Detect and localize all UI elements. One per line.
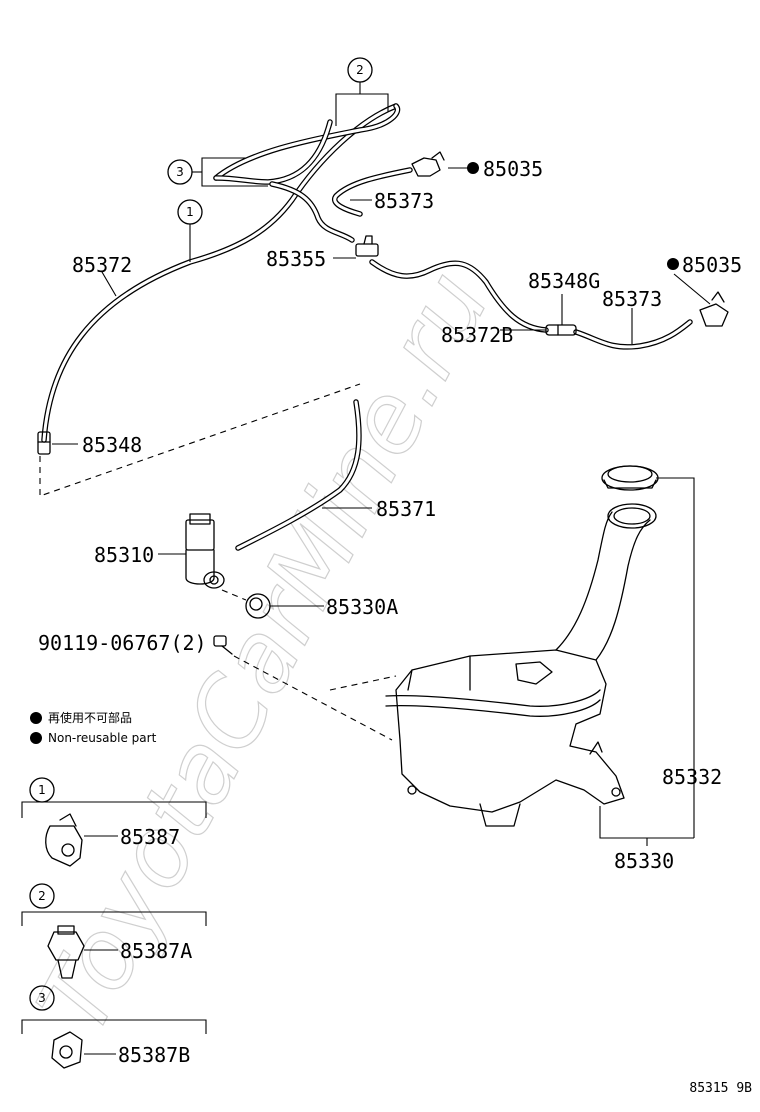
label-85035-upper: 85035 xyxy=(483,157,543,181)
svg-text:3: 3 xyxy=(38,991,46,1005)
leaders-tank xyxy=(599,477,695,846)
label-85387A: 85387A xyxy=(120,939,192,963)
label-85332: 85332 xyxy=(662,765,722,789)
label-85372: 85372 xyxy=(72,253,132,277)
svg-text:1: 1 xyxy=(186,205,194,219)
legend: 再使用不可部品 Non-reusable part xyxy=(30,710,157,745)
label-85310: 85310 xyxy=(94,543,154,567)
diagram-code: 85315 9B xyxy=(689,1081,752,1096)
dashed-pump-grommet xyxy=(221,589,247,601)
dashed-tank-edge xyxy=(329,675,397,691)
dashed-guide-hose xyxy=(39,383,361,497)
svg-text:2: 2 xyxy=(38,889,46,903)
legend-dot-1 xyxy=(30,712,42,724)
label-85330A: 85330A xyxy=(326,595,398,619)
clamp-callout-2: 2 xyxy=(21,883,207,979)
label-85348: 85348 xyxy=(82,433,142,457)
clamp-callout-3: 3 xyxy=(21,985,207,1069)
hose-85373-upper xyxy=(332,167,413,217)
label-85355: 85355 xyxy=(266,247,326,271)
hose-branch-upper xyxy=(213,103,401,185)
joint-85348 xyxy=(37,431,51,455)
label-85330: 85330 xyxy=(614,849,674,873)
hose-85372 xyxy=(41,103,399,443)
svg-text:2: 2 xyxy=(356,63,364,77)
nozzle-85035-lower xyxy=(699,291,729,327)
label-85373-upper: 85373 xyxy=(374,189,434,213)
joint-85348G xyxy=(545,324,577,336)
callout-2-top: 2 xyxy=(335,57,389,126)
hose-85373-lower xyxy=(573,319,693,350)
svg-text:1: 1 xyxy=(38,783,46,797)
label-85387: 85387 xyxy=(120,825,180,849)
bolt-90119-06767 xyxy=(213,635,233,655)
label-90119-06767: 90119-06767(2) xyxy=(38,631,207,655)
label-85371: 85371 xyxy=(376,497,436,521)
label-85373-lower: 85373 xyxy=(602,287,662,311)
reservoir-tank-85330 xyxy=(385,503,657,827)
leaders-top xyxy=(52,162,711,445)
dashed-bolt-tank xyxy=(233,655,393,741)
legend-line-1: 再使用不可部品 xyxy=(48,710,132,725)
svg-text:3: 3 xyxy=(176,165,184,179)
hose-85371 xyxy=(235,399,362,551)
label-85348G: 85348G xyxy=(528,269,600,293)
callout-3-top: 3 xyxy=(167,157,268,187)
label-85035-lower: 85035 xyxy=(682,253,742,277)
label-85387B: 85387B xyxy=(118,1043,190,1067)
callout-1-top: 1 xyxy=(177,199,203,262)
hose-mid-to-85355 xyxy=(269,181,355,243)
cap-85332 xyxy=(601,465,659,491)
connector-85355 xyxy=(355,235,379,257)
legend-line-2: Non-reusable part xyxy=(48,731,157,745)
pump-85310 xyxy=(185,513,225,589)
legend-dot-2 xyxy=(30,732,42,744)
clamp-callout-1: 1 xyxy=(21,777,207,867)
nozzle-85035-upper xyxy=(411,151,445,177)
hose-85372B xyxy=(369,259,549,333)
label-85372B: 85372B xyxy=(441,323,513,347)
